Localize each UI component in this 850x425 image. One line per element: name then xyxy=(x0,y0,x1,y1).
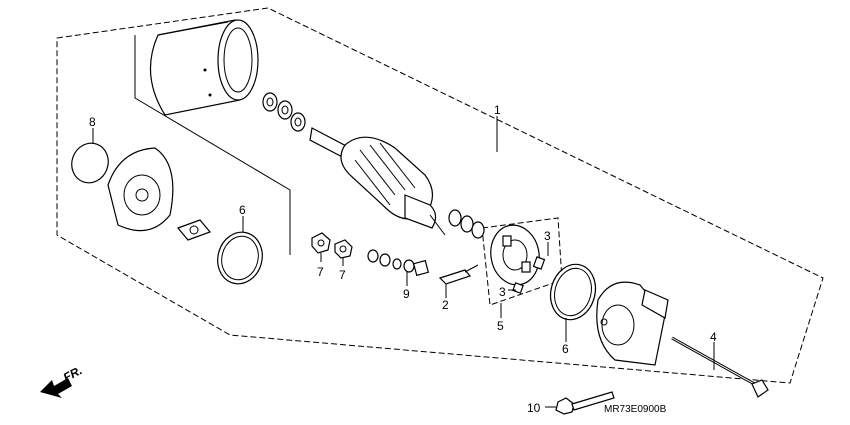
callout-7-b: 7 xyxy=(339,268,346,282)
armature-washers xyxy=(448,209,485,239)
leader-lines xyxy=(92,116,715,408)
callout-3-lower: 3 xyxy=(499,285,506,299)
callout-6-left: 6 xyxy=(239,203,246,217)
long-bolt-4 xyxy=(671,336,769,398)
assembly-boundary xyxy=(56,7,824,384)
rear-cover xyxy=(596,281,669,366)
nut-7-b xyxy=(334,239,353,259)
nut-7-a xyxy=(311,232,331,254)
lock-plate xyxy=(176,219,212,241)
brush-3-upper xyxy=(532,256,546,270)
armature xyxy=(309,127,446,236)
callout-3-upper: 3 xyxy=(544,229,551,243)
terminal-bolt-2 xyxy=(438,264,479,285)
callout-10: 10 xyxy=(527,401,541,415)
brush-3-lower xyxy=(512,282,524,294)
callout-2: 2 xyxy=(442,298,449,312)
housing-group-outline xyxy=(134,35,291,255)
insulator-9 xyxy=(412,259,430,277)
front-direction-arrow-icon xyxy=(40,378,72,398)
motor-housing xyxy=(149,19,259,116)
callout-8: 8 xyxy=(89,115,96,129)
callout-5: 5 xyxy=(497,319,504,333)
callout-9: 9 xyxy=(403,287,410,301)
housing-washers xyxy=(262,92,306,132)
diagram-code: MR73E0900B xyxy=(604,404,667,415)
callout-4: 4 xyxy=(710,330,717,344)
callout-1: 1 xyxy=(494,103,501,117)
brush-holder xyxy=(490,224,540,286)
o-ring-8 xyxy=(71,142,109,184)
callout-7-a: 7 xyxy=(317,265,324,279)
callout-6-right: 6 xyxy=(562,342,569,356)
terminal-washers xyxy=(367,249,415,273)
o-ring-6-right xyxy=(549,263,597,321)
o-ring-6-left xyxy=(217,231,263,285)
front-cover xyxy=(107,147,174,232)
bolt-10 xyxy=(555,391,615,415)
